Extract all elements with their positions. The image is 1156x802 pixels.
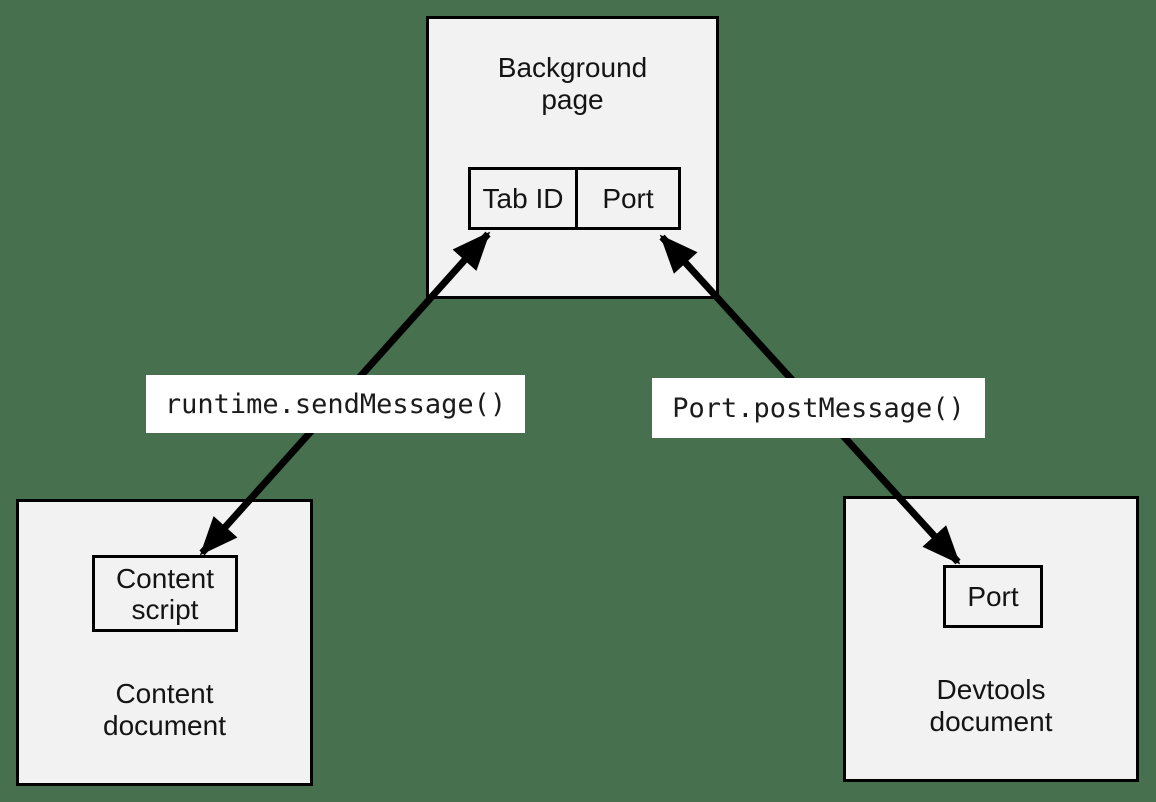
devtools-document-title-line1: Devtools (936, 674, 1046, 705)
tab-id-cell: Tab ID (468, 167, 578, 230)
node-content-document (16, 499, 313, 786)
content-document-title: Content document (16, 678, 313, 742)
edge-label-port-postmessage: Port.postMessage() (652, 378, 985, 438)
runtime-sendmessage-text: runtime.sendMessage() (164, 388, 507, 420)
port-postmessage-text: Port.postMessage() (672, 392, 965, 424)
node-devtools-document (843, 496, 1139, 782)
port-cell: Port (575, 167, 681, 230)
content-script-label-line2: script (131, 593, 199, 625)
port-cell-label: Port (602, 183, 654, 214)
devtools-port-box: Port (943, 565, 1043, 628)
content-document-title-line1: Content (115, 678, 214, 709)
content-document-title-line2: document (103, 710, 226, 741)
devtools-document-title: Devtools document (843, 674, 1139, 738)
content-script-box: Content script (92, 555, 238, 632)
devtools-port-label: Port (967, 581, 1019, 612)
background-page-title-line1: Background (497, 52, 648, 83)
tab-id-cell-label: Tab ID (482, 183, 564, 214)
background-page-title-line2: page (541, 84, 604, 115)
content-script-label-line1: Content (115, 562, 215, 594)
devtools-document-title-line2: document (929, 706, 1053, 737)
edge-label-runtime-sendmessage: runtime.sendMessage() (146, 375, 525, 433)
background-page-title: Background page (426, 52, 719, 116)
